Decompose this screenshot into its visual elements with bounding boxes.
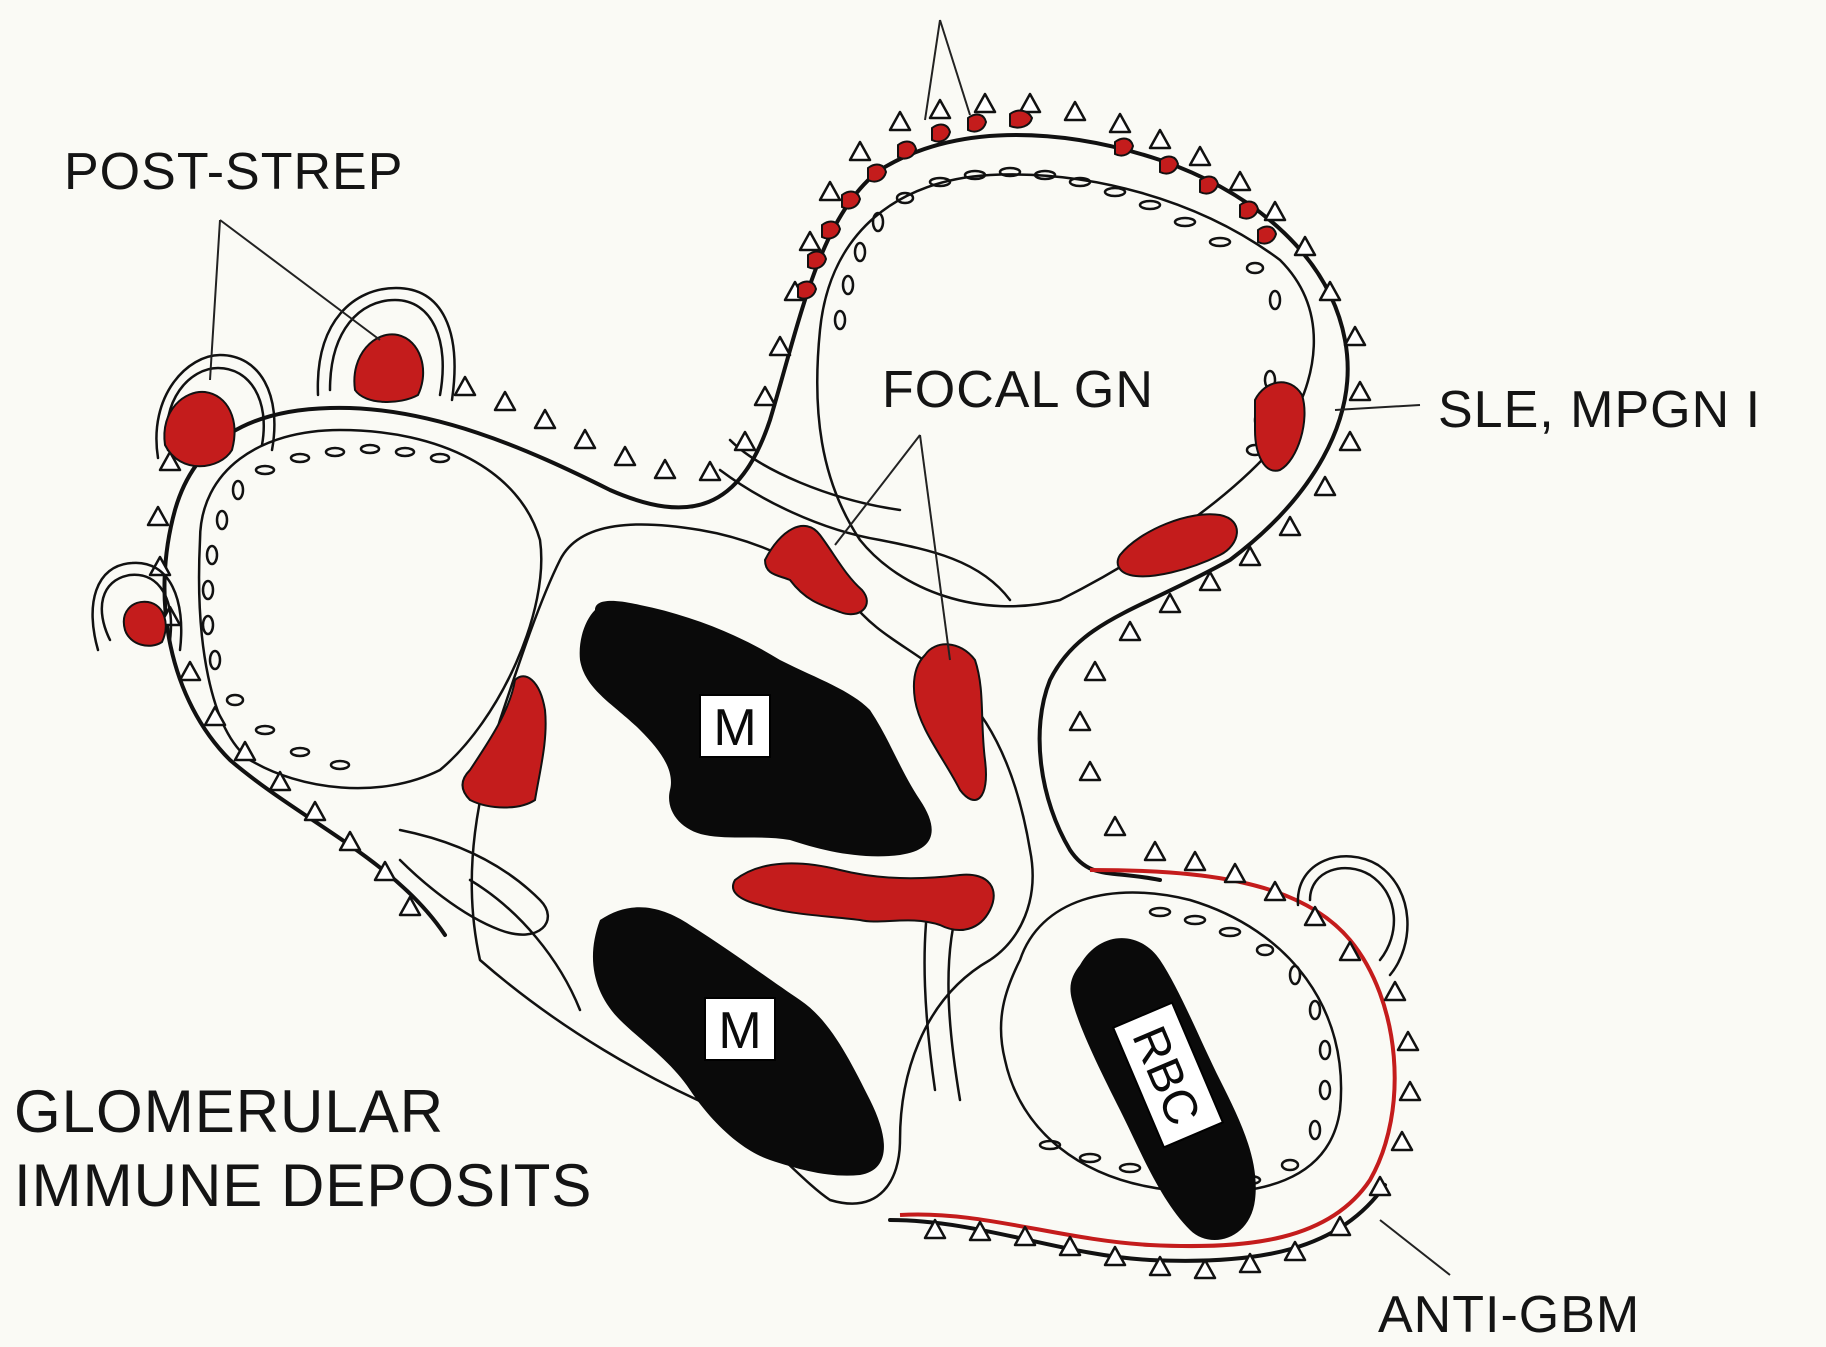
post-strep-hump-1: [164, 392, 234, 466]
leader-anti-gbm: [1380, 1220, 1450, 1275]
label-focal-gn: FOCAL GN: [882, 360, 1154, 420]
leader-sle: [1335, 405, 1420, 410]
membranous-spike-deposits: [798, 111, 1276, 299]
anti-gbm-outer-membrane: [890, 1185, 1385, 1261]
focal-gn-deposit-1: [765, 526, 867, 614]
mesangial-cell-label-upper: M: [713, 699, 756, 757]
leader-top-2: [940, 20, 970, 115]
leader-post-strep-2: [220, 220, 380, 340]
subepithelial-deposit: [1255, 382, 1305, 471]
leader-focal-gn-1: [835, 435, 920, 545]
mesangial-fold-3: [720, 470, 1010, 600]
mesangial-deposit-center: [733, 863, 994, 930]
diagram-title-line-2: IMMUNE DEPOSITS: [14, 1149, 592, 1223]
label-anti-gbm: ANTI-GBM: [1378, 1285, 1640, 1345]
focal-gn-deposit-2: [914, 644, 986, 800]
label-sle-mpgn: SLE, MPGN I: [1438, 380, 1761, 440]
post-strep-hump-3: [124, 602, 166, 646]
leader-focal-gn-2: [920, 435, 950, 660]
diagram-title-line-1: GLOMERULAR: [14, 1075, 444, 1149]
post-strep-hump-2: [354, 334, 423, 402]
mesangial-fold-2: [470, 880, 580, 1010]
mesangial-deposit-left: [463, 676, 546, 807]
mesangial-cell-label-lower: M: [718, 1002, 761, 1060]
label-post-strep: POST-STREP: [64, 142, 403, 202]
endothelium-left-loop: [199, 430, 541, 788]
